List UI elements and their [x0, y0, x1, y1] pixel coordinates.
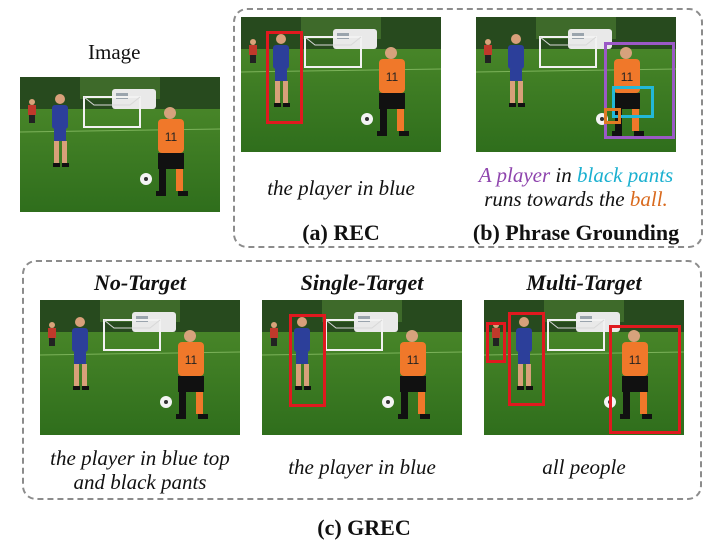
image-label: Image [88, 40, 141, 64]
no-target-caption-line1: the player in blue top [50, 446, 230, 470]
single-target-box-blue-player [289, 314, 326, 407]
multi-target-box-blue-player [508, 312, 545, 406]
rec-phrase-grounding-panel [233, 8, 703, 248]
pg-caption-line2: runs towards the ball. [456, 187, 696, 211]
no-target-caption-line2: and black pants [73, 470, 207, 494]
multi-target-box-kid [486, 322, 506, 363]
pg-phrase-ball: ball. [629, 187, 668, 211]
pg-box-ball [604, 108, 621, 124]
rec-box-blue-player [266, 31, 303, 124]
single-target-label: Single-Target [300, 270, 424, 295]
rec-title: (a) REC [302, 220, 380, 245]
pg-phrase-a-player: A player [478, 163, 551, 187]
grec-title: (c) GREC [317, 515, 411, 540]
no-target-photo [40, 300, 240, 435]
multi-target-box-orange-player [609, 325, 681, 434]
multi-target-label: Multi-Target [526, 270, 642, 295]
source-photo [20, 77, 220, 212]
pg-text-in: in [550, 163, 577, 187]
pg-caption-line1: A player in black pants [456, 163, 696, 187]
multi-target-caption: all people [542, 455, 626, 479]
single-target-caption: the player in blue [288, 455, 436, 479]
pg-box-player [604, 42, 675, 139]
no-target-label: No-Target [93, 270, 187, 295]
rec-caption: the player in blue [267, 176, 415, 200]
pg-box-black-pants [612, 86, 654, 118]
pg-phrase-black-pants: black pants [576, 163, 674, 187]
pg-title: (b) Phrase Grounding [472, 220, 680, 245]
pg-text-runs-towards: runs towards the [484, 187, 630, 211]
grec-panel [22, 260, 702, 500]
